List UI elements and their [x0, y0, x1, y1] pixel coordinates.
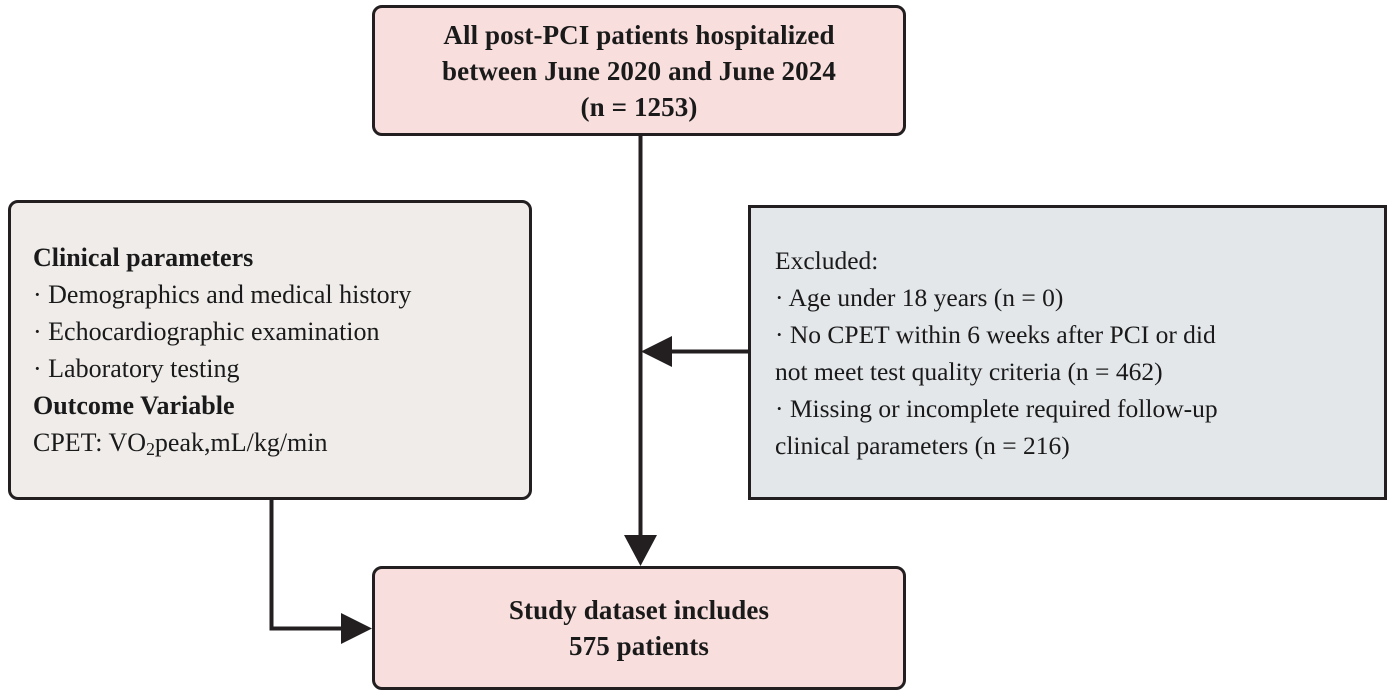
- outcome-variable-heading: Outcome Variable: [33, 391, 235, 420]
- clinical-parameters-box: Clinical parameters · Demographics and m…: [8, 200, 532, 500]
- exclusion-line-3: not meet test quality criteria (n = 462): [775, 356, 1163, 386]
- clinical-parameters-bullet-3: · Laboratory testing: [33, 354, 240, 383]
- study-dataset-line-1: Study dataset includes: [508, 595, 770, 625]
- edge-top-to-bottom-arrowhead: [624, 535, 657, 566]
- exclusion-line-2: · No CPET within 6 weeks after PCI or di…: [775, 319, 1216, 349]
- exclusion-line-5: clinical parameters (n = 216): [775, 430, 1070, 460]
- outcome-variable-value: CPET: VO2peak,mL/kg/min: [33, 424, 328, 461]
- outcome-subscript: 2: [146, 438, 155, 459]
- edge-parameters-to-dataset-line: [269, 500, 345, 631]
- edge-parameters-to-dataset-arrowhead: [341, 613, 372, 644]
- clinical-parameters-bullet-2: · Echocardiographic examination: [33, 317, 380, 346]
- study-dataset-line-2: 575 patients: [569, 631, 709, 661]
- exclusion-heading: Excluded:: [775, 245, 879, 275]
- exclusion-box: Excluded: · Age under 18 years (n = 0) ·…: [748, 205, 1387, 500]
- outcome-prefix: CPET: VO: [33, 428, 147, 457]
- exclusion-line-4: · Missing or incomplete required follow-…: [775, 393, 1218, 423]
- enrollment-line-3: (n = 1253): [580, 91, 698, 122]
- enrollment-line-2: between June 2020 and June 2024: [442, 55, 836, 86]
- clinical-parameters-bullet-1: · Demographics and medical history: [33, 280, 412, 309]
- enrollment-line-1: All post-PCI patients hospitalized: [443, 19, 835, 50]
- outcome-suffix: peak,mL/kg/min: [154, 428, 328, 457]
- enrollment-box: All post-PCI patients hospitalized betwe…: [372, 5, 906, 136]
- study-dataset-box: Study dataset includes 575 patients: [372, 566, 906, 690]
- exclusion-line-1: · Age under 18 years (n = 0): [775, 282, 1064, 312]
- edge-exclusion-to-main-arrowhead: [641, 336, 672, 367]
- clinical-parameters-heading: Clinical parameters: [33, 243, 254, 272]
